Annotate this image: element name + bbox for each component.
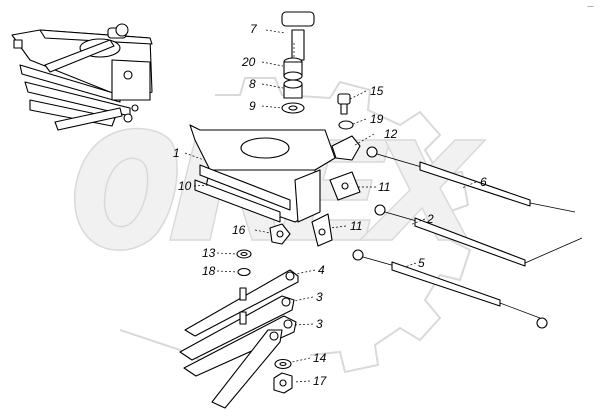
callout-9: 9 [249, 99, 256, 113]
part-10-plate [194, 164, 291, 223]
callout-3-lower: 3 [316, 317, 323, 331]
part-3-lever-upper [179, 287, 295, 361]
part-4-lever [184, 269, 299, 337]
callout-13: 13 [202, 246, 216, 260]
callout-11-lower: 11 [350, 219, 362, 233]
part-13-washer [236, 249, 252, 259]
callout-17: 17 [313, 374, 328, 388]
part-11-clip-lower [311, 213, 333, 247]
callout-7: 7 [250, 22, 258, 36]
callout-14: 14 [313, 351, 327, 365]
part-20-sleeve [283, 57, 303, 81]
callout-20: 20 [241, 55, 256, 69]
callout-2: 2 [426, 212, 434, 226]
corner-mark: — [587, 2, 594, 10]
part-16-nut [269, 223, 291, 245]
part-8-bushing [283, 79, 303, 99]
part-7-pin [281, 11, 315, 61]
callout-12: 12 [384, 127, 398, 141]
part-19-washer [338, 120, 354, 130]
callout-3-upper: 3 [316, 290, 323, 304]
callout-16: 16 [232, 223, 246, 237]
part-17-nut [273, 372, 293, 394]
part-6-cable [366, 146, 576, 213]
part-2-cable [374, 204, 583, 267]
part-lever-bottom [211, 329, 283, 409]
callout-19: 19 [370, 112, 384, 126]
callout-15: 15 [370, 84, 384, 98]
callout-4: 4 [318, 263, 325, 277]
part-11-clip-upper [329, 171, 361, 201]
part-12-clip [331, 135, 361, 161]
callout-8: 8 [249, 77, 256, 91]
assembled-lever-unit [11, 23, 153, 131]
callout-1: 1 [173, 146, 180, 160]
callout-11-upper: 11 [378, 180, 390, 194]
part-9-washer [281, 102, 305, 114]
callout-5: 5 [418, 256, 425, 270]
part-15-bolt [337, 93, 351, 115]
watermark-letter-x [358, 139, 487, 241]
part-14-washer [274, 358, 292, 370]
callout-labels: 7 20 8 9 15 19 12 1 6 10 11 2 16 11 5 13… [173, 22, 487, 388]
part-5-cable [352, 249, 548, 329]
part-18-washer [237, 267, 251, 277]
callout-18: 18 [202, 264, 216, 278]
watermark-letter-o [74, 127, 178, 251]
callout-6: 6 [480, 175, 487, 189]
callout-10: 10 [178, 179, 192, 193]
leader-lines [184, 29, 477, 383]
